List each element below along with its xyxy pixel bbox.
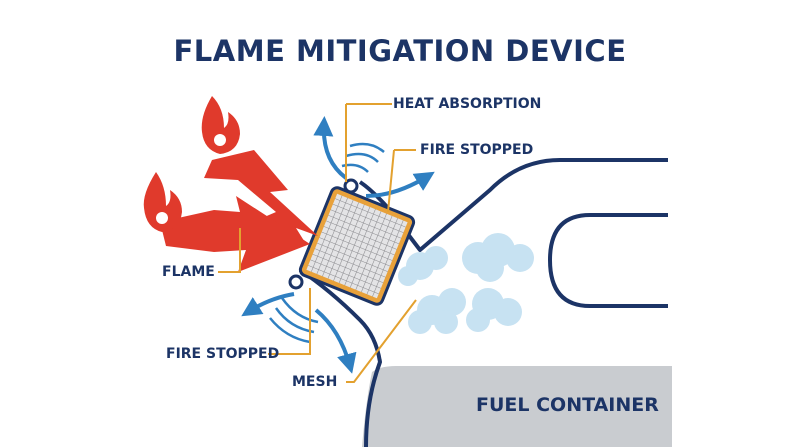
container-outline [358,158,668,252]
label-flame: FLAME [162,264,215,280]
label-fire-stopped-top: FIRE STOPPED [420,142,534,158]
fuel-container-fill [362,366,672,447]
flame-icon [214,134,226,146]
heat-wave [341,142,385,173]
page-title: FLAME MITIGATION DEVICE [173,34,627,68]
flame-arrow [160,196,310,272]
flame-icon [143,172,182,232]
label-heat-absorption: HEAT ABSORPTION [393,96,542,112]
smoke-cloud [398,233,534,334]
deflect-arrow [241,116,435,374]
mount-ring-top [343,178,359,194]
flame-icon [201,96,240,154]
mesh-filter [298,186,416,306]
container-outline-lower [298,268,382,447]
label-fuel-container: FUEL CONTAINER [476,394,659,416]
container-inner-handle [547,213,668,308]
flame-arrow [204,150,318,244]
leader-lines [218,103,417,383]
label-mesh: MESH [292,374,338,390]
flame-icon [156,212,168,224]
mount-ring-bottom [288,274,304,290]
label-fire-stopped-bottom: FIRE STOPPED [166,346,280,362]
